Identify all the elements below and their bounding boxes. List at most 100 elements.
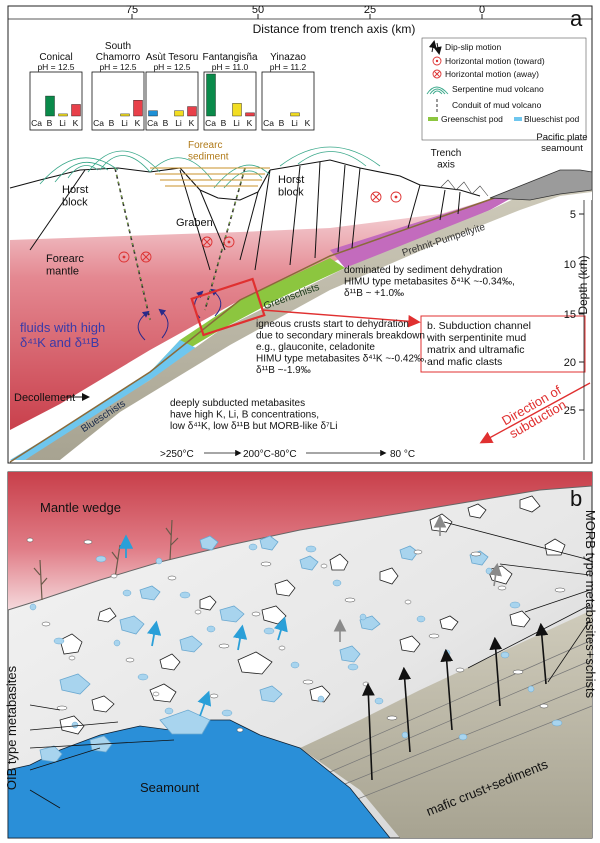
mafic-clast [439, 615, 459, 631]
mud-volcano-icon [426, 86, 449, 95]
volcano-element-label: B [279, 118, 285, 128]
y-tick-25: 25 [564, 405, 576, 417]
blueschist-clast [399, 545, 419, 561]
blueschist-clast [259, 535, 279, 551]
small-clast [497, 585, 507, 591]
small-clast [218, 643, 230, 649]
volcano-element-label: Ca [93, 118, 104, 128]
small-clast [155, 557, 163, 565]
label-direction: Direction ofsubduction [499, 382, 571, 441]
label-pacific-line: seamount [541, 143, 583, 154]
pacific-seamount [489, 169, 593, 201]
label-temp-3: 80 °C [390, 449, 415, 460]
blueschist-clast [59, 673, 91, 695]
label-horst-left-line: block [62, 197, 88, 209]
volcano-element-label: K [73, 118, 79, 128]
legend-mud-volcano: Serpentine mud volcano [452, 84, 544, 94]
small-clast [413, 549, 423, 555]
volcano-bar-li [174, 110, 184, 117]
x-tick-75: 75 [126, 4, 138, 16]
small-clast [347, 663, 359, 671]
small-clast [125, 657, 135, 663]
mantle-wedge [8, 472, 592, 610]
volcano-bar-li [232, 103, 242, 117]
volcano-element-label: Li [233, 118, 240, 128]
label-igneous-line: e.g., glauconite, celadonite [256, 342, 375, 353]
grey-arrows [333, 514, 502, 642]
volcano-chart-frame [29, 71, 83, 131]
volcano-ph: pH = 11.2 [270, 62, 307, 72]
volcano-ph: pH = 12.5 [99, 62, 136, 72]
panel-b: Mantle wedge Seamount mafic crust+sedime… [4, 471, 598, 839]
small-clast [68, 655, 76, 661]
small-clast [110, 573, 118, 579]
volcano-element-label: Ca [263, 118, 274, 128]
legend-away: Horizontal motion (away) [445, 69, 539, 79]
y-tick-15: 15 [564, 309, 576, 321]
small-clast [56, 705, 68, 711]
label-igneous-line: δ¹¹B ~-1.9‰ [256, 365, 311, 376]
blueschist-clast [259, 685, 283, 703]
volcano-name: Chamorro [96, 52, 141, 63]
y-tick-20: 20 [564, 357, 576, 369]
mafic-clast [379, 567, 399, 585]
volcano-element-label: Li [291, 118, 298, 128]
volcano-bar-li [58, 113, 68, 117]
small-clast [194, 609, 202, 615]
volcano-ph: pH = 11.0 [212, 62, 249, 72]
label-temp-2: 200°C-80°C [243, 449, 297, 460]
small-clast [236, 727, 244, 733]
mafic-clast [467, 503, 487, 519]
mafic-clast [274, 579, 296, 597]
small-clast [551, 719, 563, 727]
small-clast [485, 567, 493, 575]
small-clast [305, 545, 317, 553]
volcano-bar-b [45, 95, 55, 117]
small-clast [53, 637, 65, 645]
small-clast [320, 563, 328, 569]
small-clast [83, 539, 93, 545]
small-clast [362, 681, 370, 687]
volcano-bar-ca [148, 110, 158, 117]
small-clast [248, 543, 258, 551]
volcano-chart-frame [145, 71, 199, 131]
y-tick-5: 5 [570, 209, 576, 221]
label-forearc-sediment-line: Forearc [188, 140, 222, 151]
mafic-clast [59, 633, 83, 655]
label-horst-left-line: Horst [62, 184, 88, 196]
small-clast [251, 611, 261, 617]
label-sediment-dehydration-line: δ¹¹B ~ +1.0‰ [344, 288, 404, 299]
small-clast [221, 709, 233, 717]
label-deep-line: deeply subducted metabasites [170, 398, 305, 409]
mafic-clast [97, 607, 117, 623]
label-callout-line: with serpentinite mud [426, 332, 526, 344]
volcano-name: Yinazao [270, 52, 306, 63]
greenschist-zone [150, 258, 345, 372]
blueschist-clast [339, 645, 361, 663]
blueschist-clast [139, 585, 161, 601]
volcano-element-label: Ca [31, 118, 42, 128]
label-forearc-mantle-line: mantle [46, 266, 79, 278]
mafic-clast [509, 610, 531, 628]
label-trench-axis-line: axis [437, 160, 455, 171]
x-axis-title: Distance from trench axis (km) [253, 22, 416, 36]
label-callout-line: b. Subduction channel [427, 320, 531, 332]
label-deep-line: low δ⁴¹K, low δ¹¹B but MORB-like δ⁷Li [170, 421, 337, 432]
toward-symbol [390, 191, 402, 203]
slab-crust [25, 176, 592, 460]
small-clast [539, 703, 549, 709]
small-clast [359, 613, 367, 621]
volcano-bar-k [71, 104, 81, 117]
label-morb: MORB type metabasites+schists [583, 510, 598, 699]
blueschist-clast [299, 555, 319, 571]
legend: Dip-slip motion Horizontal motion (towar… [421, 37, 587, 141]
small-clast [290, 661, 300, 669]
forearc-mantle [10, 196, 500, 430]
label-pacific-line: Pacific plate [536, 132, 587, 143]
small-clast [344, 597, 356, 603]
